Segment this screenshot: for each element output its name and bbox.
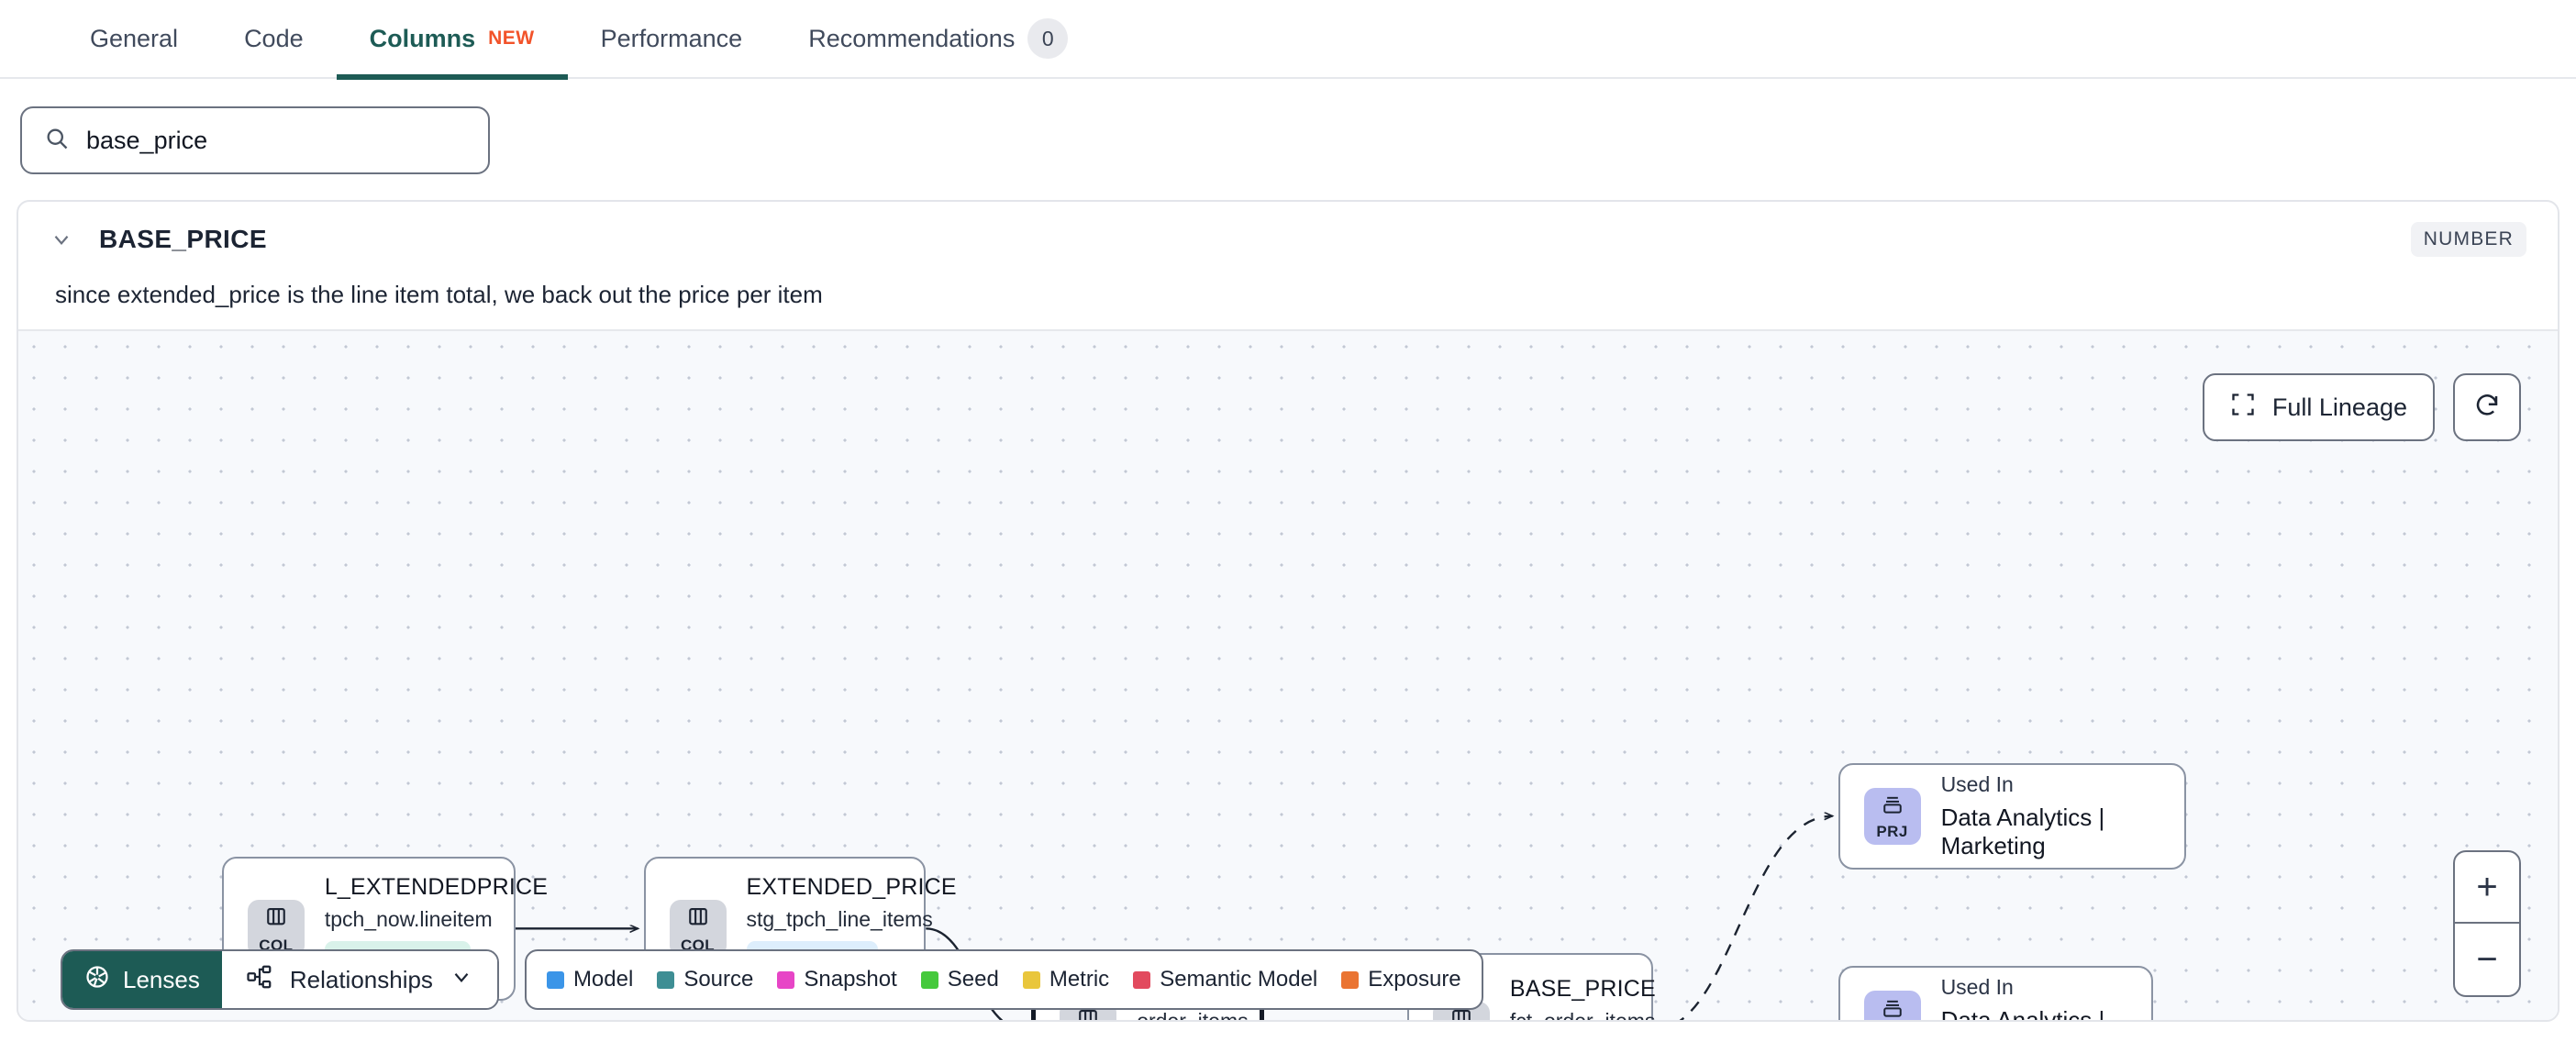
legend-item-seed[interactable]: Seed <box>920 967 999 992</box>
page-title: BASE_PRICE <box>99 225 267 253</box>
chevron-down-icon <box>450 965 473 995</box>
node-type-chip: COL <box>247 900 305 958</box>
legend-swatch <box>777 970 795 989</box>
chevron-down-icon[interactable] <box>50 227 73 251</box>
relationships-dropdown[interactable]: Relationships <box>221 951 497 1008</box>
legend-item-semantic-model[interactable]: Semantic Model <box>1133 967 1317 992</box>
canvas-top-controls: Full Lineage <box>2202 373 2521 441</box>
column-type-badge: NUMBER <box>2410 222 2526 257</box>
node-body: Used In Data Analytics | Marketing <box>1941 772 2161 860</box>
legend-label: Source <box>683 967 754 992</box>
tab-performance[interactable]: Performance <box>568 0 776 78</box>
zoom-controls: + − <box>2453 850 2521 997</box>
legend-item-metric[interactable]: Metric <box>1022 967 1110 992</box>
lenses-relationships-group: Lenses Relationships <box>61 949 499 1010</box>
search-input[interactable] <box>86 126 466 155</box>
tab-label: Recommendations <box>808 24 1016 52</box>
legend-label: Model <box>572 967 634 992</box>
legend-label: Semantic Model <box>1160 967 1318 992</box>
node-type-chip: PRJ <box>1863 991 1921 1020</box>
lenses-button[interactable]: Lenses <box>62 951 222 1008</box>
column-icon <box>1074 1006 1102 1020</box>
legend-label: Snapshot <box>804 967 897 992</box>
lineage-canvas[interactable]: Full Lineage + − <box>18 329 2558 1022</box>
node-subtitle: order_items <box>1137 1009 1249 1022</box>
column-header-row: BASE_PRICE NUMBER <box>18 202 2558 257</box>
project-name: Data Analytics | Marketing <box>1940 803 2105 859</box>
legend-label: Metric <box>1049 967 1110 992</box>
tab-bar: General Code Columns NEW Performance Rec… <box>0 0 2576 80</box>
node-subtitle: fct_order_items <box>1509 1009 1656 1022</box>
node-title: BASE_PRICE <box>1509 976 1656 1003</box>
lineage-node-prj_marketing[interactable]: PRJ Used In Data Analytics | Marketing <box>1838 762 2187 870</box>
node-body: Used In Data Analytics | Sales <box>1940 975 2128 1022</box>
node-subtitle: tpch_now.lineitem <box>324 907 493 932</box>
legend-swatch <box>1133 970 1151 989</box>
tab-label: Code <box>244 24 304 52</box>
legend: Model Source Snapshot Seed Metric Semant… <box>524 949 1483 1010</box>
chip-label: COL <box>680 936 716 954</box>
project-icon <box>1879 996 1906 1020</box>
refresh-button[interactable] <box>2453 373 2521 441</box>
node-title: L_EXTENDEDPRICE <box>324 874 549 901</box>
aperture-icon <box>84 964 110 996</box>
legend-swatch <box>657 970 675 989</box>
legend-swatch <box>920 970 938 989</box>
node-subtitle: stg_tpch_line_items <box>746 907 933 932</box>
legend-item-source[interactable]: Source <box>657 967 753 992</box>
chip-label: PRJ <box>1876 823 1908 841</box>
lenses-label: Lenses <box>123 965 200 993</box>
legend-item-model[interactable]: Model <box>546 967 634 992</box>
tab-new-badge: NEW <box>488 28 535 49</box>
used-in-label: Used In <box>1940 975 2014 1000</box>
expand-icon <box>2230 392 2256 424</box>
column-icon <box>684 904 712 937</box>
project-name: Data Analytics | Sales <box>1940 1006 2105 1022</box>
recommendations-count-badge: 0 <box>1027 18 1069 59</box>
node-type-chip: PRJ <box>1863 787 1921 845</box>
relationships-icon <box>246 963 273 997</box>
legend-item-snapshot[interactable]: Snapshot <box>777 967 897 992</box>
relationships-label: Relationships <box>289 965 433 993</box>
node-type-chip: COL <box>669 900 727 958</box>
tab-label: Columns <box>369 24 476 52</box>
full-lineage-label: Full Lineage <box>2271 393 2407 421</box>
project-icon <box>1879 793 1906 823</box>
legend-swatch <box>1022 970 1040 989</box>
search-area <box>0 79 2576 174</box>
tab-code[interactable]: Code <box>211 0 337 78</box>
node-title: EXTENDED_PRICE <box>746 874 957 901</box>
lineage-node-prj_sales[interactable]: PRJ Used In Data Analytics | Sales <box>1838 966 2154 1022</box>
column-icon <box>262 904 290 937</box>
refresh-icon <box>2473 392 2501 424</box>
column-description: since extended_price is the line item to… <box>55 281 823 308</box>
legend-label: Seed <box>947 967 999 992</box>
column-detail-panel: BASE_PRICE NUMBER since extended_price i… <box>17 200 2559 1022</box>
chip-label: COL <box>259 936 294 954</box>
tab-columns[interactable]: Columns NEW <box>336 0 568 80</box>
tab-label: General <box>90 24 179 52</box>
used-in-label: Used In <box>1940 771 2014 796</box>
node-body: BASE_PRICE fct_order_items MODEL <box>1509 976 1656 1022</box>
search-box[interactable] <box>20 106 490 174</box>
legend-swatch <box>1341 970 1360 989</box>
search-icon <box>44 126 70 156</box>
column-icon <box>1448 1006 1475 1020</box>
zoom-out-button[interactable]: − <box>2476 939 2498 980</box>
canvas-bottom-controls: Lenses Relationships <box>61 949 1483 1010</box>
legend-item-exposure[interactable]: Exposure <box>1341 967 1461 992</box>
full-lineage-button[interactable]: Full Lineage <box>2202 373 2435 441</box>
zoom-in-button[interactable]: + <box>2455 852 2519 924</box>
tab-label: Performance <box>600 24 743 52</box>
tab-recommendations[interactable]: Recommendations 0 <box>775 0 1101 78</box>
legend-swatch <box>546 970 564 989</box>
legend-label: Exposure <box>1368 967 1461 992</box>
tab-general[interactable]: General <box>57 0 211 78</box>
